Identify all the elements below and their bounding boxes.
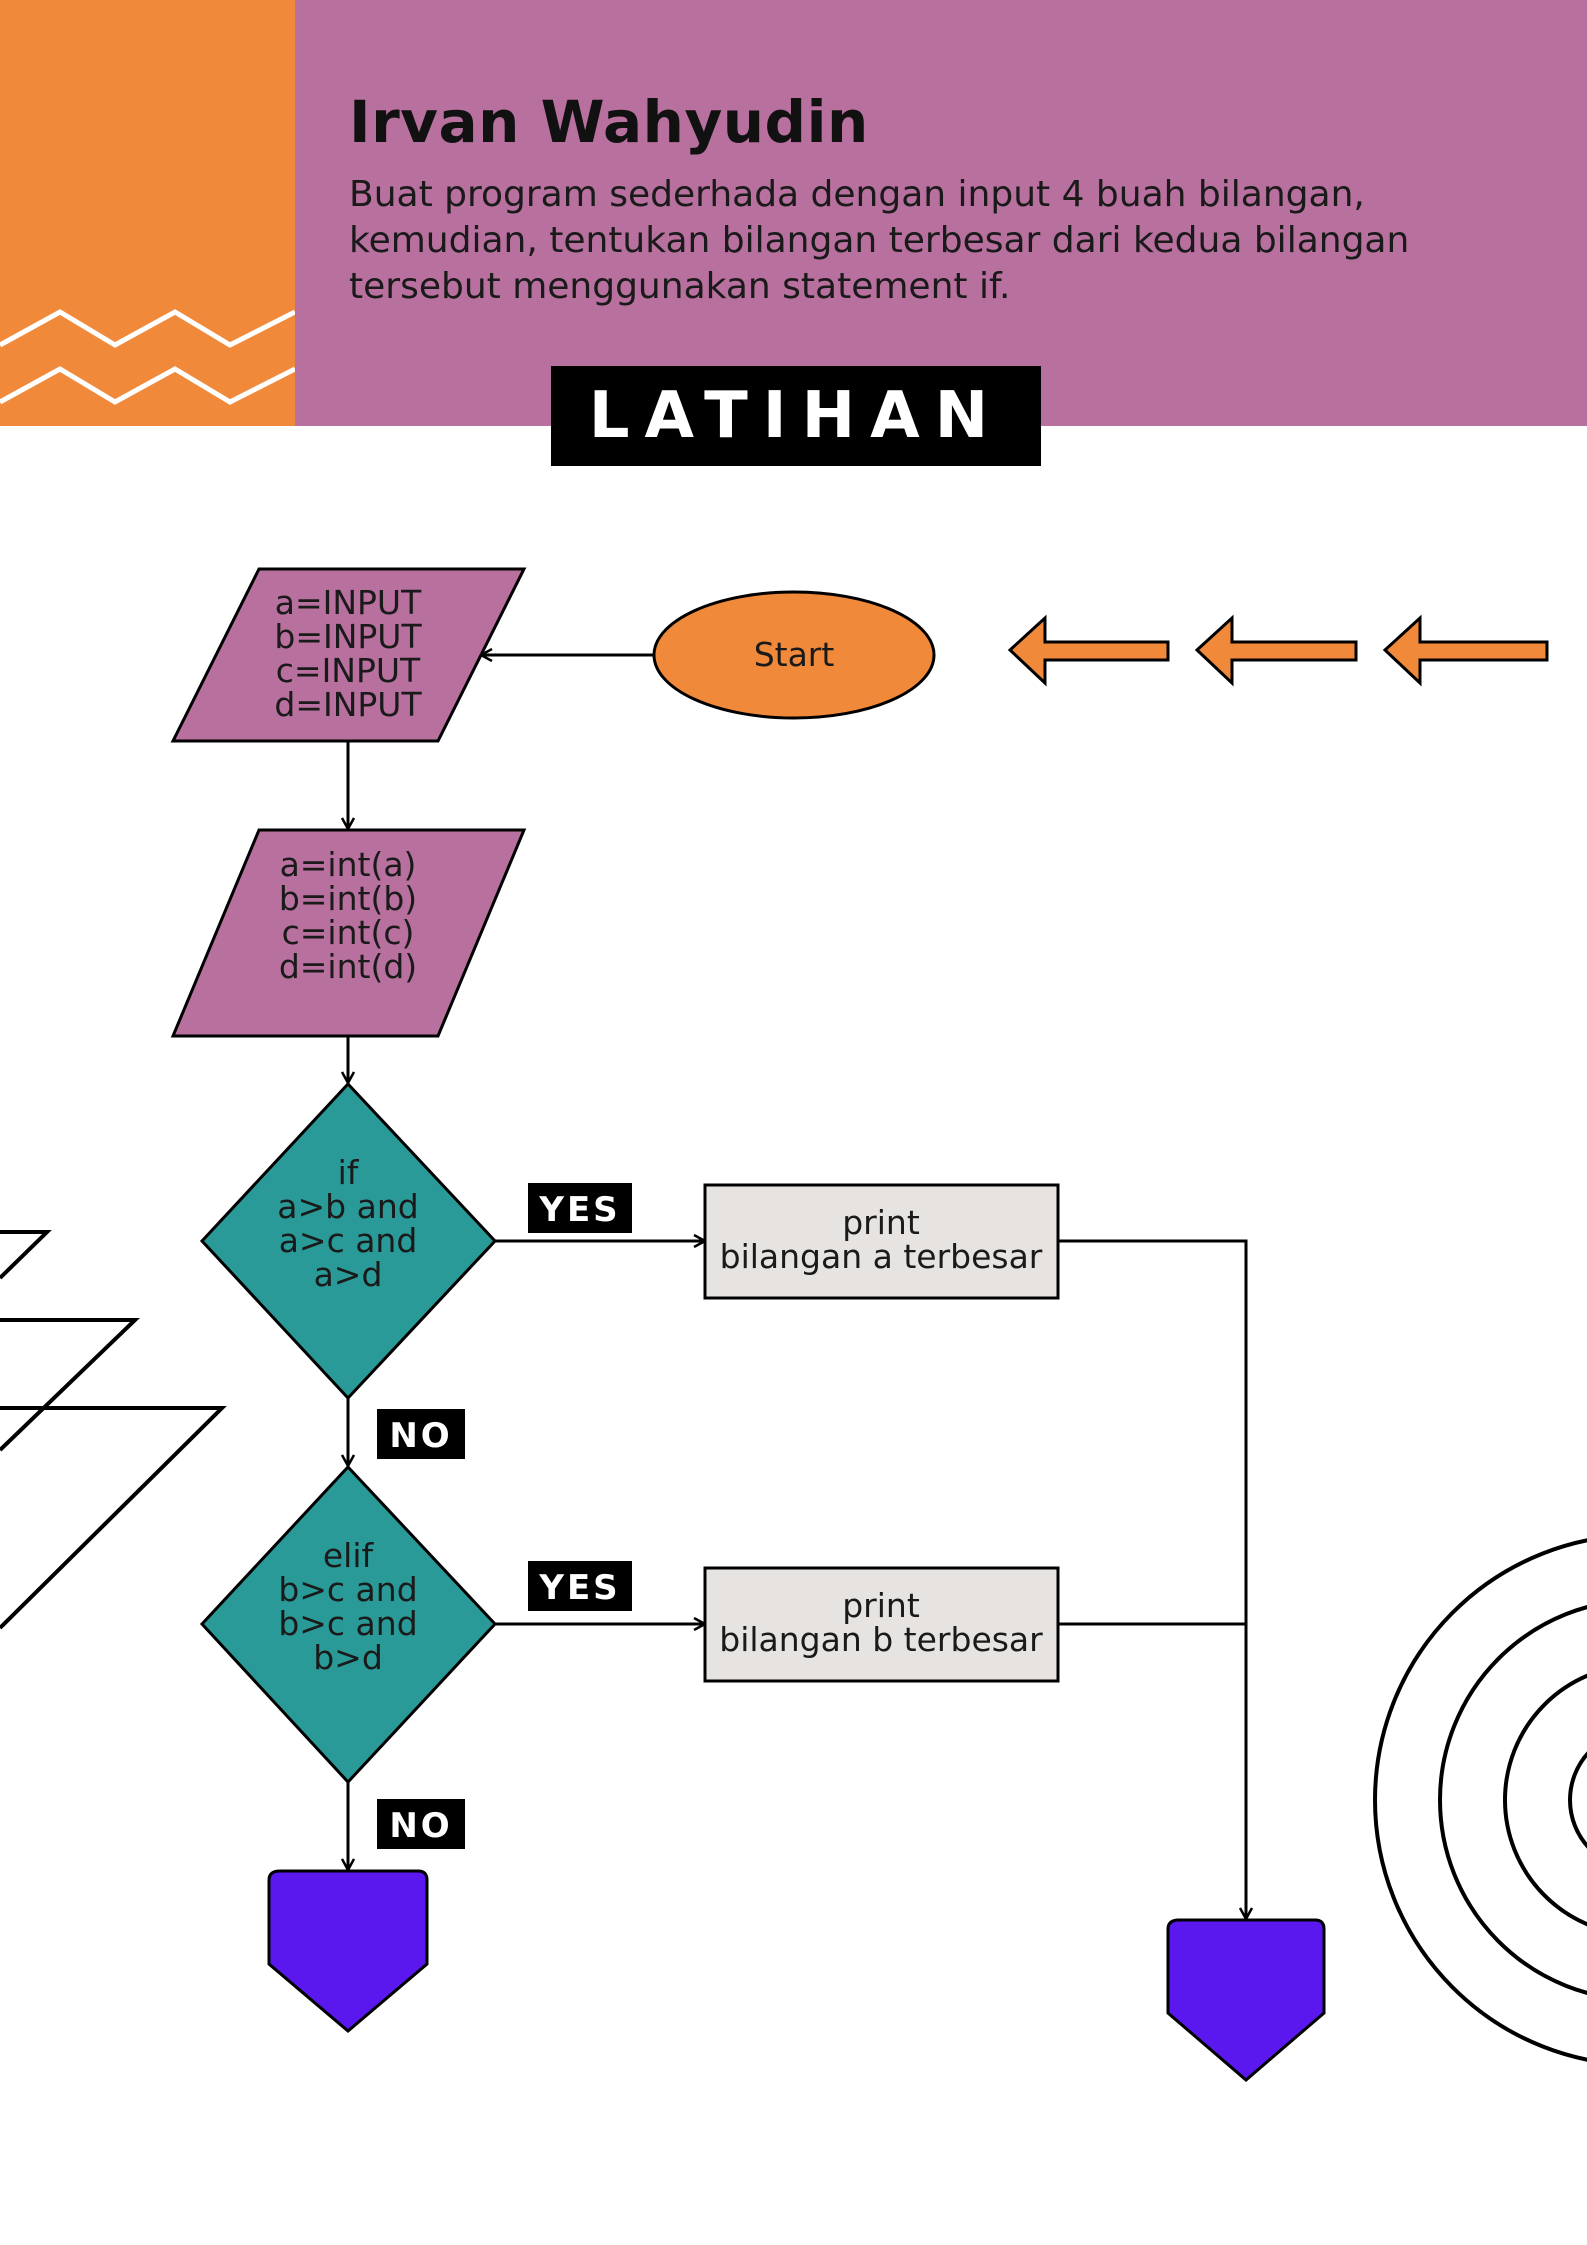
yes-label-2: YES — [528, 1561, 632, 1611]
output-b-line: print — [842, 1586, 920, 1625]
output-a-line: bilangan a terbesar — [720, 1237, 1043, 1276]
left-arrow-icon — [1007, 614, 1170, 687]
no-label-1: NO — [377, 1409, 465, 1459]
output-b-line: bilangan b terbesar — [719, 1620, 1043, 1659]
zigzag-decoration — [0, 309, 295, 405]
author-name: Irvan Wahyudin — [349, 88, 869, 156]
decision-elif: elif b>c and b>c and b>d — [199, 1464, 498, 1785]
no-label-2: NO — [377, 1799, 465, 1849]
orange-header-block — [0, 0, 295, 426]
start-label: Start — [754, 635, 835, 674]
svg-text:YES: YES — [538, 1568, 620, 1608]
output-a-line: print — [842, 1203, 920, 1242]
convert-line: a=int(a) — [280, 845, 417, 884]
flow-connectors — [348, 655, 1246, 1919]
if-line: if — [338, 1153, 360, 1192]
task-description: Buat program sederhada dengan input 4 bu… — [349, 172, 1499, 310]
output-box-a: print bilangan a terbesar — [703, 1183, 1060, 1300]
elif-line: b>c and — [278, 1604, 417, 1643]
task-line: tersebut menggunakan statement if. — [349, 266, 1011, 307]
task-line: kemudian, tentukan bilangan terbesar dar… — [349, 220, 1410, 261]
arrows-decoration — [1007, 614, 1549, 687]
off-page-connector-right — [1166, 1918, 1326, 2082]
elif-line: b>d — [313, 1638, 383, 1677]
input-line: a=INPUT — [275, 583, 422, 622]
decision-if: if a>b and a>c and a>d — [199, 1081, 498, 1401]
if-line: a>d — [314, 1255, 383, 1294]
task-line: Buat program sederhada dengan input 4 bu… — [349, 174, 1365, 215]
svg-text:NO: NO — [389, 1806, 452, 1846]
input-parallelogram: a=INPUT b=INPUT c=INPUT d=INPUT — [170, 567, 527, 743]
svg-text:YES: YES — [538, 1190, 620, 1230]
elif-line: elif — [323, 1536, 375, 1575]
connector-out1-to-end — [1058, 1239, 1246, 1919]
input-line: d=INPUT — [274, 685, 422, 724]
if-line: a>b and — [277, 1187, 418, 1226]
convert-line: c=int(c) — [282, 913, 415, 952]
start-terminal: Start — [652, 590, 936, 720]
output-box-b: print bilangan b terbesar — [703, 1566, 1060, 1683]
input-line: b=INPUT — [274, 617, 422, 656]
left-arrow-icon — [1382, 614, 1549, 687]
off-page-connector-left — [267, 1869, 429, 2033]
diagonal-lines-decoration — [0, 1230, 227, 1630]
convert-line: b=int(b) — [279, 879, 417, 918]
if-line: a>c and — [279, 1221, 418, 1260]
convert-parallelogram: a=int(a) b=int(b) c=int(c) d=int(d) — [170, 828, 527, 1038]
exercise-badge: LATIHAN 1 — [551, 366, 1041, 553]
elif-line: b>c and — [278, 1570, 417, 1609]
purple-header-block — [295, 0, 1587, 426]
input-line: c=INPUT — [276, 651, 421, 690]
yes-label-1: YES — [528, 1183, 632, 1233]
svg-text:NO: NO — [389, 1416, 452, 1456]
convert-line: d=int(d) — [279, 947, 417, 986]
concentric-circles-decoration — [1373, 1538, 1587, 2062]
left-arrow-icon — [1194, 614, 1358, 687]
